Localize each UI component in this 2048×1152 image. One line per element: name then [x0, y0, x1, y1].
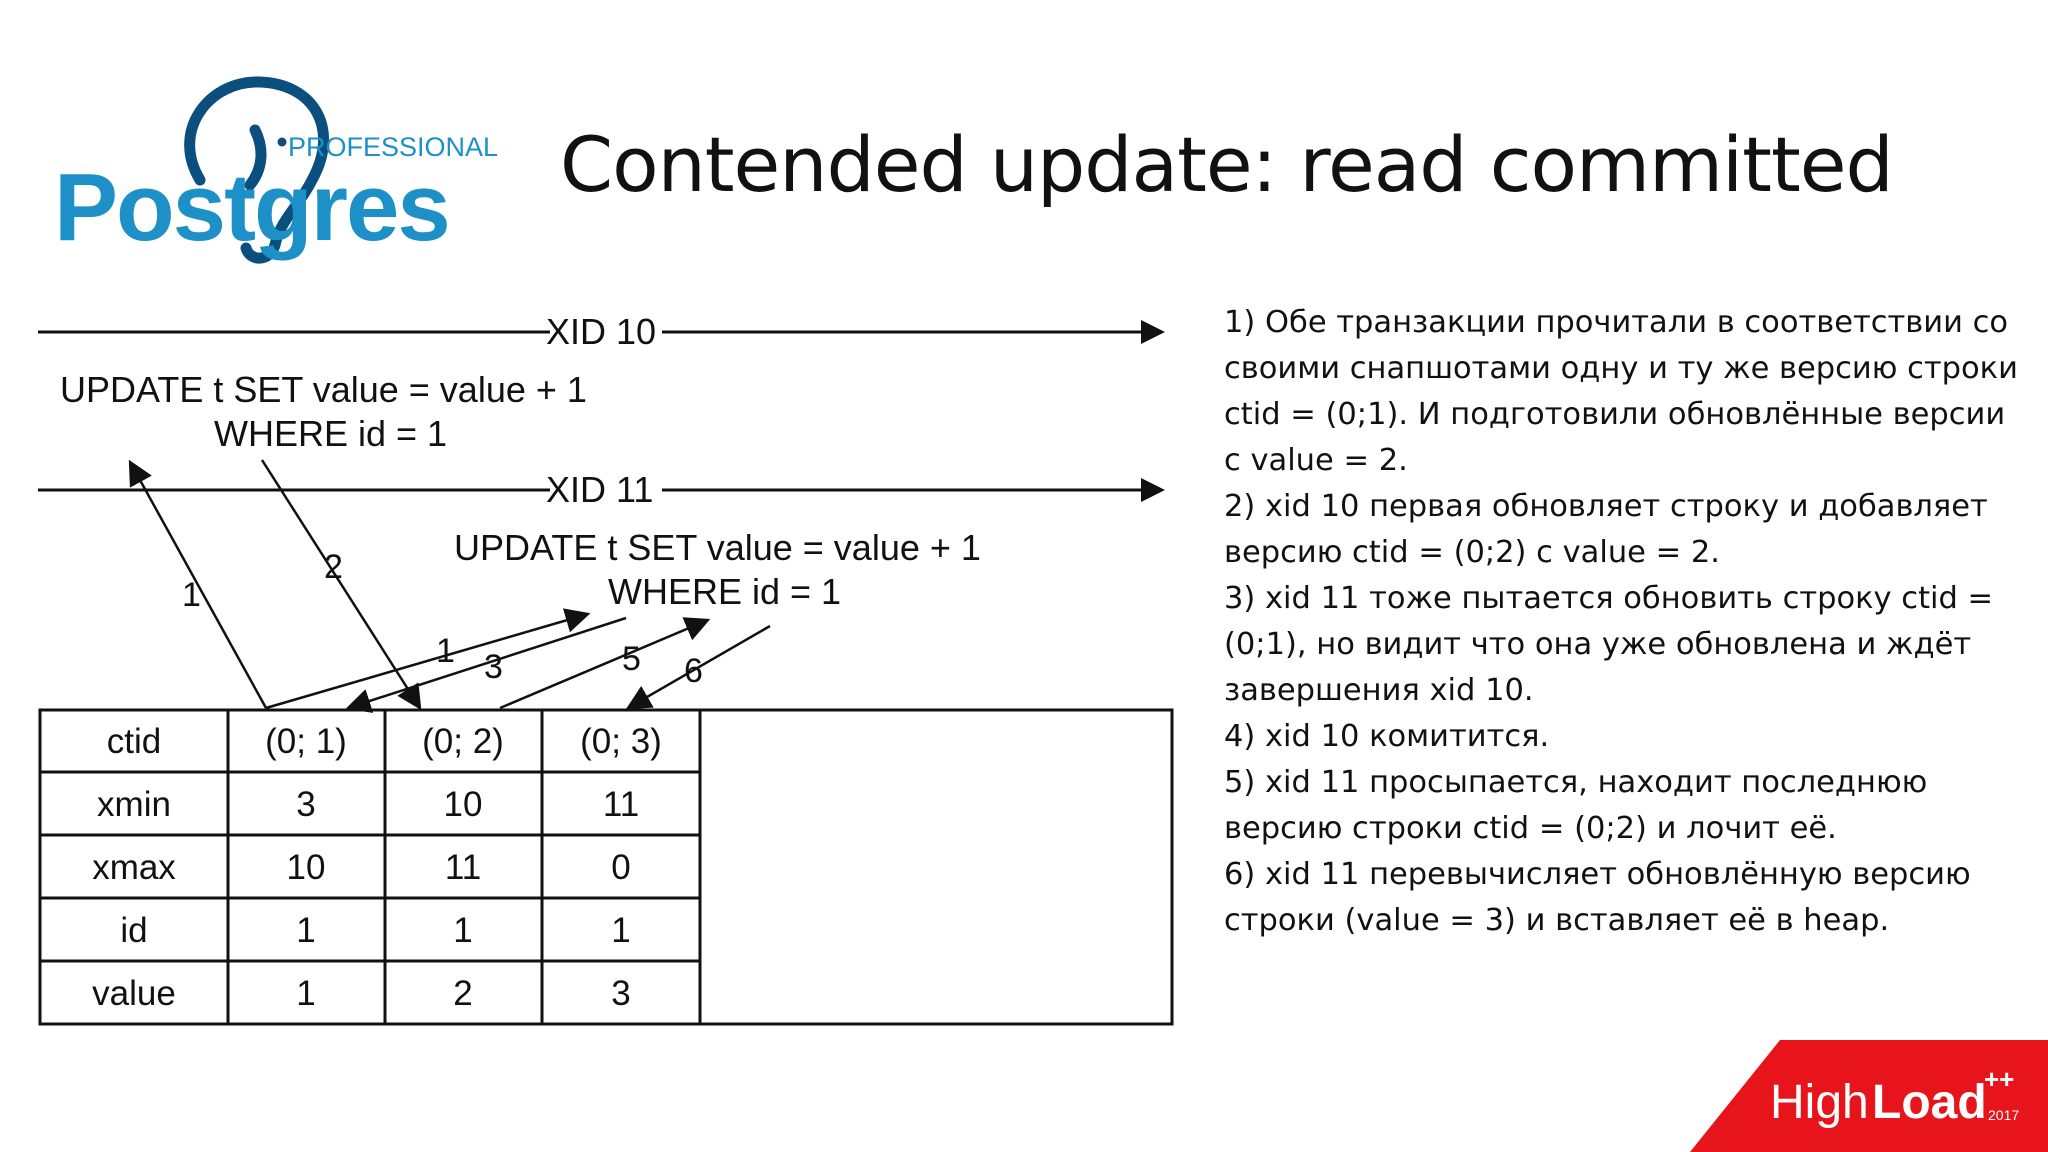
arrow-xid10-write — [260, 459, 422, 711]
xid11-query-line2: WHERE id = 1 — [608, 571, 841, 612]
table-row-label: id — [120, 911, 147, 950]
page-title: Contended update: read committed — [560, 120, 1894, 209]
table-header-ctid-1: (0; 1) — [265, 722, 347, 761]
xid10-query-line1: UPDATE t SET value = value + 1 — [60, 369, 587, 410]
table-cell: 10 — [287, 848, 326, 887]
highload-word-light: High — [1770, 1076, 1869, 1129]
arrow-label-reread11: 5 — [622, 640, 641, 678]
table-row-label: value — [92, 974, 176, 1013]
table-cell: 3 — [611, 974, 630, 1013]
table-cell: 1 — [296, 974, 315, 1013]
table-cell: 11 — [603, 785, 639, 824]
arrow-xid11-wait — [345, 616, 627, 713]
postgres-professional-logo: PROFESSIONAL Postgres — [54, 76, 498, 264]
xid11-query-line1: UPDATE t SET value = value + 1 — [454, 527, 981, 568]
highload-word-bold: Load — [1872, 1076, 1987, 1129]
arrow-label-read10: 1 — [182, 576, 201, 614]
arrow-xid11-write — [625, 624, 771, 710]
note-item: 3) xid 11 тоже пытается обновить строку … — [1224, 581, 1994, 708]
table-cell: 2 — [453, 974, 472, 1013]
logo-tagline: PROFESSIONAL — [288, 132, 498, 162]
arrow-xid11-reread — [499, 617, 711, 710]
highload-year: 2017 — [1988, 1107, 2019, 1123]
note-item: 2) xid 10 первая обновляет строку и доба… — [1224, 489, 1988, 570]
table-header-ctid-3: (0; 3) — [580, 722, 662, 761]
arrow-label-write11: 6 — [684, 652, 703, 690]
tuple-table: ctid (0; 1) (0; 2) (0; 3) xmin 3 10 11 x… — [38, 708, 1174, 1026]
table-cell: 0 — [611, 848, 630, 887]
highload-plusplus: ++ — [1984, 1064, 2014, 1094]
table-row-label: xmin — [97, 785, 171, 824]
arrow-xid11-read — [265, 608, 591, 710]
xid11-timeline: XID 11 — [38, 469, 1165, 510]
elephant-eye-icon — [277, 137, 287, 147]
xid10-timeline: XID 10 — [38, 311, 1165, 352]
logo-wordmark: Postgres — [54, 154, 449, 261]
highload-red-panel — [1690, 1040, 2048, 1152]
highload-logo: High Load ++ 2017 — [1690, 1040, 2048, 1152]
contended-update-diagram: XID 10 UPDATE t SET value = value + 1 WH… — [38, 311, 1174, 1026]
table-outer-frame — [38, 708, 1174, 1026]
table-cell: 3 — [296, 785, 315, 824]
arrow-label-read11: 1 — [436, 632, 455, 670]
explanation-notes: 1) Обе транзакции прочитали в соответств… — [1224, 300, 2024, 944]
table-row-label: xmax — [92, 848, 176, 887]
elephant-icon — [184, 76, 329, 264]
arrow-label-write10: 2 — [324, 548, 343, 586]
xid11-label: XID 11 — [546, 469, 653, 510]
table-cell: 1 — [611, 911, 630, 950]
table-header-ctid-2: (0; 2) — [422, 722, 504, 761]
note-item: 5) xid 11 просыпается, находит последнюю… — [1224, 765, 1928, 846]
note-item: 4) xid 10 комитится. — [1224, 719, 1550, 754]
table-cell: 1 — [296, 911, 315, 950]
xid10-label: XID 10 — [546, 311, 656, 352]
table-cell: 10 — [444, 785, 483, 824]
table-header-label: ctid — [107, 722, 161, 761]
arrow-xid10-read — [128, 459, 268, 709]
note-item: 1) Обе транзакции прочитали в соответств… — [1224, 305, 2018, 478]
xid10-query-line2: WHERE id = 1 — [214, 413, 447, 454]
table-cell: 1 — [453, 911, 472, 950]
note-item: 6) xid 11 перевычисляет обновлённую верс… — [1224, 857, 1971, 938]
table-cell: 11 — [445, 848, 481, 887]
arrow-label-wait11: 3 — [484, 648, 503, 686]
